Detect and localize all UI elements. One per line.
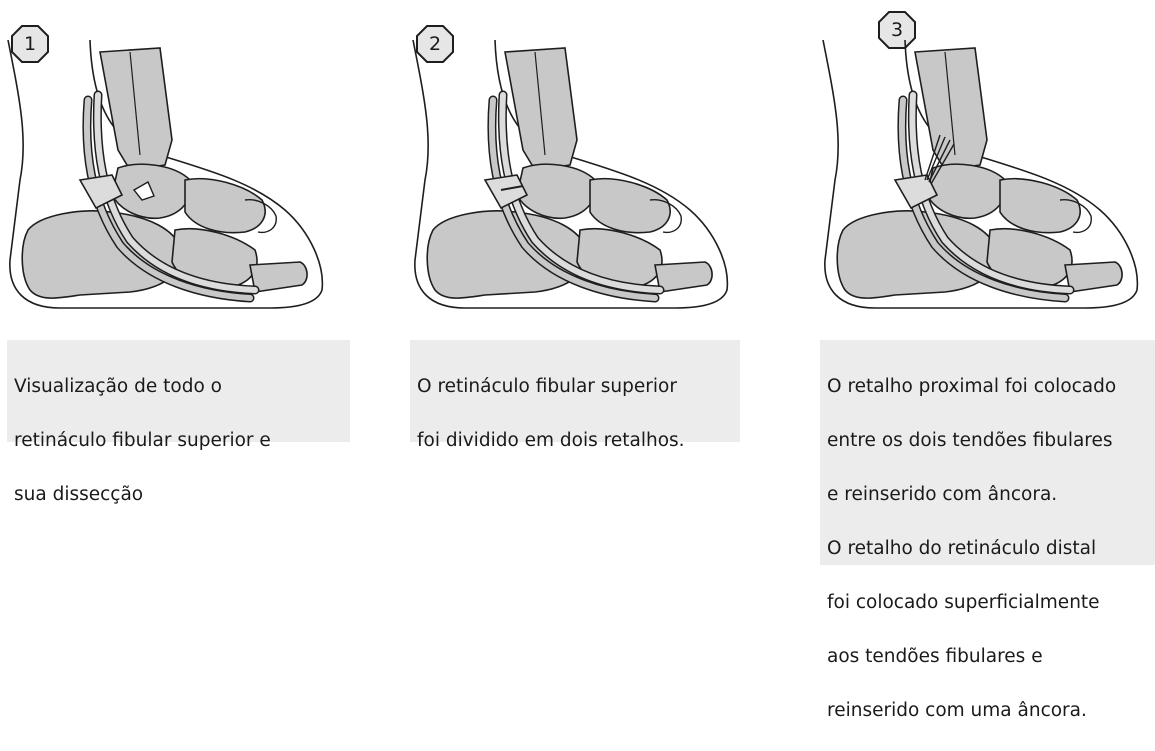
foot-illustration <box>405 40 735 320</box>
panel-2: 2 O retináculo fibular superior foi divi… <box>400 0 785 565</box>
caption-line: O retalho proximal foi colocado <box>827 373 1151 400</box>
foot-illustration <box>0 40 330 320</box>
caption-box: O retalho proximal foi colocado entre os… <box>820 340 1155 565</box>
caption-line: sua dissecção <box>14 481 346 508</box>
foot-illustration <box>815 40 1145 320</box>
caption-line: retináculo fibular superior e <box>14 427 346 454</box>
caption-line: O retináculo fibular superior <box>417 373 736 400</box>
caption-line: reinserido com uma âncora. <box>827 697 1151 724</box>
caption-line: aos tendões fibulares e <box>827 643 1151 670</box>
caption-box: Visualização de todo o retináculo fibula… <box>7 340 350 442</box>
caption-line: e reinserido com âncora. <box>827 481 1151 508</box>
caption-line: entre os dois tendões fibulares <box>827 427 1151 454</box>
caption-line: foi colocado superficialmente <box>827 589 1151 616</box>
panel-3: 3 O retalho proximal foi colocado entre … <box>805 0 1155 565</box>
caption-line: Visualização de todo o <box>14 373 346 400</box>
caption-line: O retalho do retináculo distal <box>827 535 1151 562</box>
panel-1: 1 Visualização de todo o retináculo fibu… <box>0 0 385 565</box>
caption-box: O retináculo fibular superior foi dividi… <box>410 340 740 442</box>
caption-line: foi dividido em dois retalhos. <box>417 427 736 454</box>
